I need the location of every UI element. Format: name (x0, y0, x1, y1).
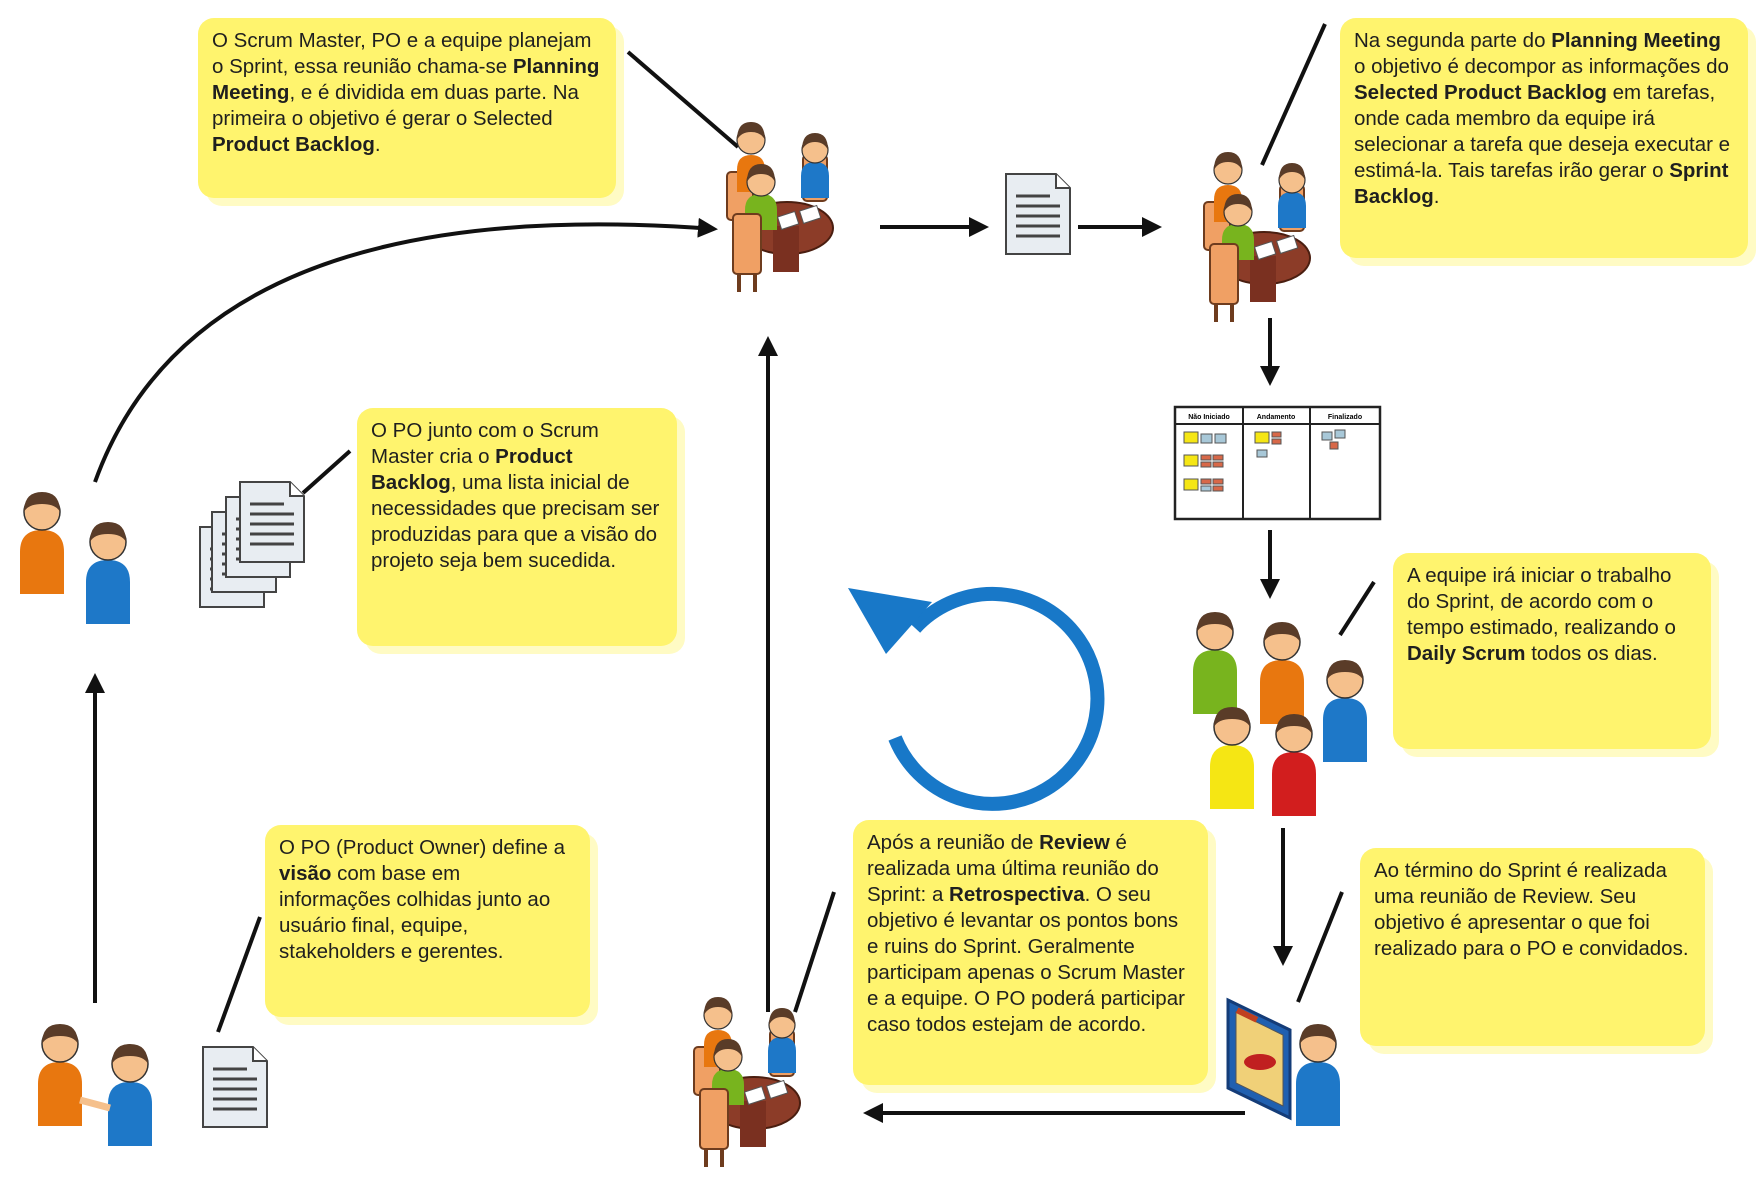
note-text-run: , e é dividida em duas parte. Na primeir… (212, 81, 579, 130)
note-text-run: Retrospectiva (949, 883, 1085, 906)
scrum-team-icon (1192, 611, 1368, 817)
po-user-handshake-icon (37, 1023, 153, 1147)
po-scrum-master-icon (19, 491, 131, 625)
note-text-run: Selected Product Backlog (1354, 81, 1607, 104)
kanban-col-3: Finalizado (1328, 414, 1362, 421)
note-text-run: . (1433, 185, 1440, 208)
connector-retro (793, 891, 836, 1013)
arrow-backlog-to-planning (93, 217, 718, 483)
note-text-run: O PO (Product Owner) define a (279, 836, 565, 859)
note-text-run: Sprint Backlog (1354, 159, 1729, 208)
note-text-run: Review (1039, 831, 1110, 854)
connector-planning2 (1260, 23, 1327, 166)
selected-backlog-doc-icon (1004, 172, 1072, 256)
note-text-run: Após a reunião de (867, 831, 1040, 854)
note-text-run: Ao término do Sprint é realizada uma reu… (1374, 859, 1689, 960)
kanban-col-2: Andamento (1257, 414, 1296, 421)
note-text-run: . O seu objetivo é levantar os pontos bo… (867, 883, 1185, 1036)
planning-meeting-icon (725, 120, 835, 294)
kanban-board-icon: Não Iniciado Andamento Finalizado (1173, 405, 1382, 521)
note-text-run: o objetivo é decompor as informações do (1354, 55, 1729, 78)
product-backlog-docs-icon (198, 480, 306, 609)
note-text-run: todos os dias. (1525, 642, 1658, 665)
note-text-run: Planning Meeting (212, 55, 600, 104)
connector-review (1296, 891, 1344, 1003)
kanban-col-1: Não Iniciado (1188, 414, 1230, 421)
note-text-run: Product Backlog (371, 445, 573, 494)
sprint-cycle-icon (848, 586, 1105, 811)
note-planning-meeting: O Scrum Master, PO e a equipe planejam o… (198, 18, 616, 198)
note-text-run: . (374, 133, 381, 156)
retrospective-icon (692, 995, 802, 1169)
note-text-run: visão (279, 862, 332, 885)
note-text-run: Planning Meeting (1551, 29, 1721, 52)
connector-backlog (301, 449, 352, 495)
note-text-run: O PO junto com o Scrum Master cria o (371, 419, 599, 468)
note-text-run: A equipe irá iniciar o trabalho do Sprin… (1407, 564, 1676, 639)
connector-sprint (1338, 580, 1376, 637)
note-vision: O PO (Product Owner) define a visão com … (265, 825, 590, 1017)
note-retrospective: Após a reunião de Review é realizada uma… (853, 820, 1208, 1085)
note-sprint-work: A equipe irá iniciar o trabalho do Sprin… (1393, 553, 1711, 749)
review-presentation-icon (1226, 997, 1341, 1127)
note-text-run: Na segunda parte do (1354, 29, 1552, 52)
note-planning-part2: Na segunda parte do Planning Meeting o o… (1340, 18, 1748, 258)
note-text-run: é realizada uma última reunião do Sprint… (867, 831, 1159, 906)
connector-vision (216, 916, 262, 1033)
note-text-run: , uma lista inicial de necessidades que … (371, 471, 660, 572)
connector-planning (626, 50, 740, 149)
note-text-run: em tarefas, onde cada membro da equipe i… (1354, 81, 1731, 182)
vision-doc-icon (201, 1045, 269, 1129)
planning-part2-icon (1202, 150, 1312, 324)
note-text-run: O Scrum Master, PO e a equipe planejam o… (212, 29, 592, 78)
note-text-run: Daily Scrum (1407, 642, 1526, 665)
note-review: Ao término do Sprint é realizada uma reu… (1360, 848, 1705, 1046)
note-text-run: com base em informações colhidas junto a… (279, 862, 551, 963)
note-text-run: Product Backlog (212, 133, 375, 156)
note-product-backlog: O PO junto com o Scrum Master cria o Pro… (357, 408, 677, 646)
